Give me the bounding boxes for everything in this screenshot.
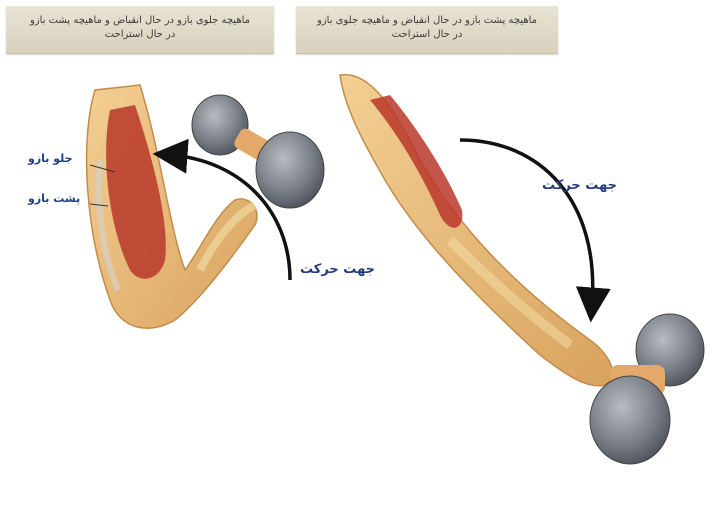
right-dumbbell bbox=[590, 314, 704, 464]
label-back-arm: پشت بازو bbox=[28, 192, 80, 205]
caption-right-line2: در حال استراحت bbox=[296, 28, 558, 42]
extended-arm bbox=[340, 75, 612, 386]
caption-left-line2: در حال استراحت bbox=[6, 28, 274, 42]
caption-left-line1: ماهیچه جلوی بازو در حال انقباض و ماهیچه … bbox=[6, 14, 274, 28]
caption-right-line1: ماهیچه پشت بازو در حال انقباض و ماهیچه ج… bbox=[296, 14, 558, 28]
caption-flexed-triceps: ماهیچه پشت بازو در حال انقباض و ماهیچه ج… bbox=[296, 6, 558, 54]
label-direction-left: جهت حرکت bbox=[300, 262, 375, 277]
caption-flexed-biceps: ماهیچه جلوی بازو در حال انقباض و ماهیچه … bbox=[6, 6, 274, 54]
left-dumbbell bbox=[192, 95, 324, 208]
label-front-arm: جلو بازو bbox=[28, 152, 73, 165]
label-direction-right: جهت حرکت bbox=[542, 178, 617, 193]
